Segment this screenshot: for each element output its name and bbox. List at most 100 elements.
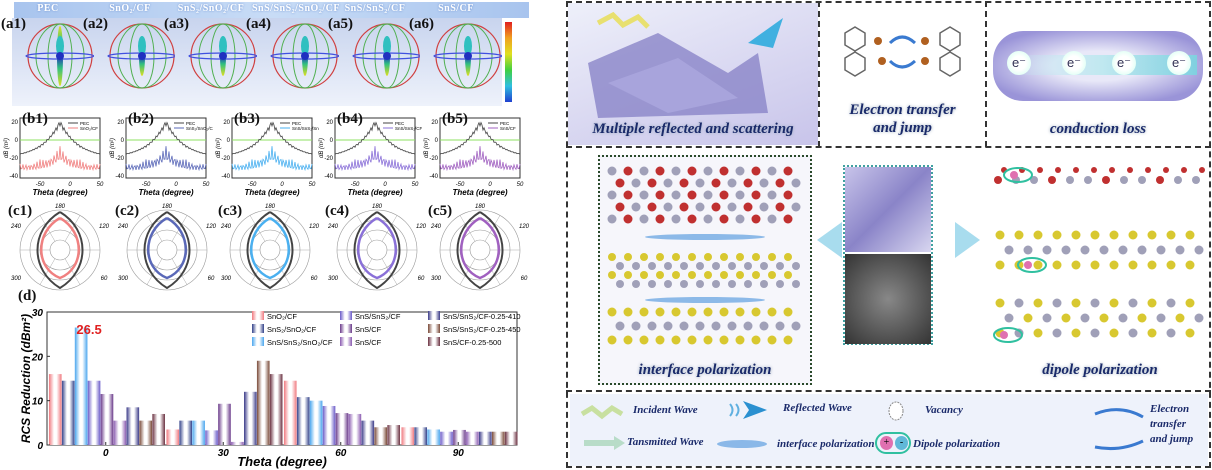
x-tick: 50 [517,182,524,188]
incident-wave-icon [580,404,624,420]
y-tick-label: 20 [31,352,44,363]
y-tick-label: 10 [32,397,44,408]
angle-tick: 240 [327,224,339,230]
b-panel-label: (b1) [22,111,48,127]
y-tick: -40 [9,174,18,180]
bar [231,441,244,445]
c-panel-label: (c1) [8,203,33,219]
vline2 [985,1,987,147]
y-tick: 0 [435,138,439,144]
y-tick: 0 [15,138,19,144]
sample-curve [125,146,207,172]
polar-plot: 180120600300240 [327,204,427,291]
polar-plot: 180120600300240 [220,204,320,291]
scattering-box: Multiple reflected and scattering [568,3,818,145]
peak-annotation: 26.5 [76,322,101,337]
angle-tick: 60 [101,276,108,282]
bar [61,380,75,445]
y-tick: 20 [326,120,333,126]
polar-plot: 180120600300240 [117,204,217,291]
y-axis-label: dB (m²) [4,138,10,158]
a-panel-label: (a4) [246,16,271,32]
bar [205,430,218,445]
legend-pec: PEC [80,121,90,126]
legend-swatch [340,337,352,346]
c-panel-label: (c5) [428,203,453,219]
x-tick: -50 [248,182,257,188]
c-panel-label: (c4) [325,203,350,219]
radiation-pattern-3d [339,18,421,106]
electron-row: e⁻e⁻e⁻e⁻ [1007,51,1197,75]
angle-tick: 60 [311,276,318,282]
x-axis-label: Theta (degree) [237,454,327,469]
legend-swatch [340,324,352,333]
y-tick: -20 [221,156,230,162]
legend-swatch [428,324,440,333]
y-tick: 20 [117,120,124,126]
bar [322,405,336,445]
sample-curve [334,146,416,172]
legend-swatch [252,324,264,333]
x-tick: 50 [203,182,210,188]
y-tick: -40 [221,174,230,180]
b-panel-label: (b4) [337,111,363,127]
y-tick-label: 0 [37,441,43,452]
polar-plot: 180120600300240 [430,204,530,291]
angle-tick: 300 [431,276,442,282]
interface-box: interface polarization [598,155,812,385]
angle-tick: 60 [418,276,425,282]
x-tick-label: 60 [335,448,347,459]
colorbar [505,22,512,102]
legend-sample: SnS₂/SnO₂/CF [186,126,213,131]
x-tick: 0 [174,182,178,188]
bar [192,420,205,445]
panel-a-header [14,2,529,18]
interface-polarization-icon [717,440,767,448]
electron-icon: e⁻ [1167,51,1191,75]
y-tick: 20 [223,120,230,126]
bar [256,360,270,445]
bar [283,380,297,445]
legend-vacancy: Vacancy [925,404,963,416]
sample-curve [19,146,101,172]
legend-sample: SnS/SnS₂/CF [395,126,422,131]
legend-sample: SnS/CF [500,126,516,131]
electron-icon: e⁻ [1007,51,1031,75]
legend-reflected: Reflected Wave [783,402,852,414]
bar [491,431,505,445]
legend-label: SnS₂/SnO₂/CF [267,325,317,334]
sample-curve [439,146,521,172]
legend-label: SnS/CF [355,338,382,347]
y-tick: -20 [9,156,18,162]
legend-pec: PEC [395,121,405,126]
legend-label: SnS/SnS₂/SnO₂/CF [267,338,333,347]
angle-tick: 120 [309,224,320,230]
legend-swatch [340,311,352,320]
x-tick: -50 [36,182,45,188]
bar [139,420,153,445]
y-tick: 0 [330,138,334,144]
pec-pattern [353,211,401,290]
a-panel-label: (a3) [164,16,189,32]
y-axis-label: dB (m²) [319,138,325,158]
a-title: PEC [37,3,59,14]
c-panel-label: (c3) [218,203,243,219]
bar [479,431,492,445]
mechanism-legend: Incident Wave Reflected Wave Vacancy Ele… [570,394,1208,466]
y-axis-label: dB (m²) [216,138,222,158]
bar [269,374,283,445]
y-tick: 0 [227,138,231,144]
bar [244,391,257,445]
bar [126,407,140,445]
sample-pattern [250,216,290,280]
angle-tick: 120 [99,224,110,230]
dipole-marker [1017,257,1047,273]
legend-sample: SnO₂/CF [80,126,98,131]
angle-tick: 120 [206,224,217,230]
bar [179,420,193,445]
y-tick: -20 [115,156,124,162]
dipole-marker [1003,167,1033,183]
conduction-caption: conduction loss [1049,121,1147,137]
